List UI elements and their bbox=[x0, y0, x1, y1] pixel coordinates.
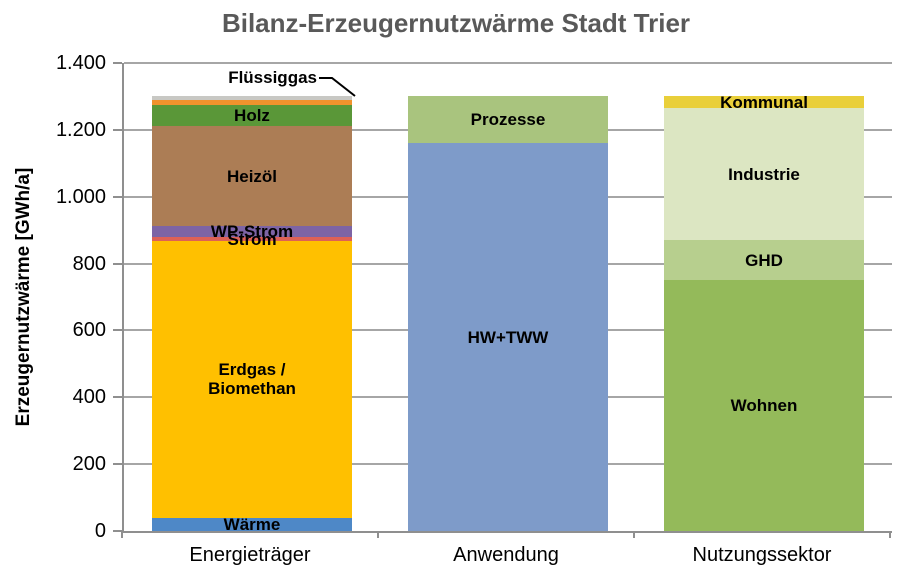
y-tick-label: 600 bbox=[72, 319, 106, 342]
x-category-label-nutzungssektor: Nutzungssektor bbox=[692, 544, 832, 566]
segment-wohnen: Wohnen bbox=[664, 280, 864, 531]
callout-leader-line bbox=[319, 77, 356, 97]
y-tick-mark bbox=[113, 463, 122, 466]
segment-label-industrie: Industrie bbox=[728, 164, 800, 184]
chart-title: Bilanz-Erzeugernutzwärme Stadt Trier bbox=[221, 8, 691, 38]
segment-label-strom: Strom bbox=[227, 229, 277, 249]
y-tick-label: 1.200 bbox=[55, 118, 106, 141]
y-tick-mark bbox=[113, 530, 122, 532]
segment-label-waerme: Wärme bbox=[223, 514, 281, 534]
x-tick-mark bbox=[633, 531, 635, 538]
y-tick-mark bbox=[113, 262, 122, 265]
y-tick-label: 1.400 bbox=[55, 52, 106, 74]
segment-strom: Strom bbox=[152, 230, 352, 249]
segment-label-erdgas-biomethan: Erdgas /Biomethan bbox=[208, 360, 296, 399]
x-tick-mark bbox=[377, 531, 379, 538]
gridline-1400 bbox=[124, 62, 892, 64]
segment-kommunal: Kommunal bbox=[664, 93, 864, 112]
fluessiggas-callout-label: Flüssiggas bbox=[228, 68, 317, 87]
segment-prozesse: Prozesse bbox=[408, 96, 608, 144]
segment-erdgas-biomethan: Erdgas /Biomethan bbox=[152, 241, 352, 518]
y-tick-mark bbox=[113, 195, 122, 198]
segment-heizoel: Heizöl bbox=[152, 125, 352, 227]
bar-nutzungssektor: Wohnen GHD Industrie Kommunal bbox=[664, 63, 864, 531]
y-tick-label: 800 bbox=[72, 252, 106, 275]
y-tick-label: 0 bbox=[94, 520, 106, 542]
segment-label-heizoel: Heizöl bbox=[226, 166, 278, 186]
y-tick-mark bbox=[113, 329, 122, 332]
x-category-label-anwendung: Anwendung bbox=[453, 544, 559, 566]
segment-label-wp-strom: WP-Strom bbox=[210, 222, 294, 242]
y-tick-label: 1.000 bbox=[55, 185, 106, 208]
y-tick-mark bbox=[113, 396, 122, 399]
segment-waerme: Wärme bbox=[152, 514, 352, 534]
segment-unlabeled bbox=[152, 96, 352, 100]
y-tick-mark bbox=[113, 62, 122, 64]
segment-ghd: GHD bbox=[664, 240, 864, 281]
segment-hw-tww: HW+TWW bbox=[408, 143, 608, 531]
segment-holz: Holz bbox=[152, 105, 352, 126]
y-tick-mark bbox=[113, 128, 122, 131]
segment-industrie: Industrie bbox=[664, 108, 864, 241]
segment-label-hw-tww: HW+TWW bbox=[467, 327, 549, 347]
segment-fluessiggas bbox=[152, 99, 352, 106]
x-tick-mark bbox=[889, 531, 891, 538]
x-category-label-energietraeger: Energieträger bbox=[189, 544, 311, 566]
y-tick-label: 400 bbox=[72, 386, 106, 409]
y-tick-label: 200 bbox=[72, 453, 106, 476]
segment-wp-strom: WP-Strom bbox=[152, 222, 352, 241]
bar-anwendung: HW+TWW Prozesse bbox=[408, 63, 608, 531]
segment-label-holz: Holz bbox=[234, 106, 270, 125]
segment-label-kommunal: Kommunal bbox=[720, 92, 808, 112]
segment-label-ghd: GHD bbox=[745, 250, 783, 270]
segment-label-wohnen: Wohnen bbox=[730, 396, 798, 416]
segment-label-prozesse: Prozesse bbox=[470, 110, 546, 130]
x-tick-mark bbox=[121, 531, 123, 538]
